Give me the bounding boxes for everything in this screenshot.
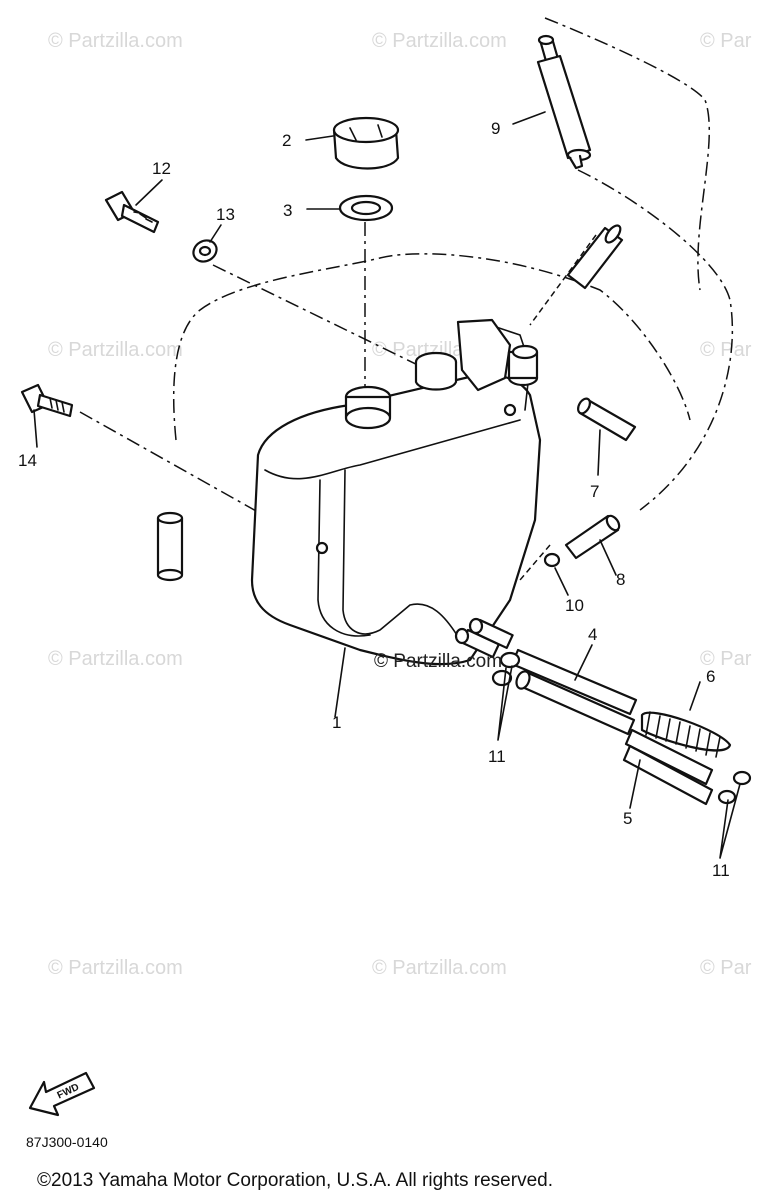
callout-11: 11 — [488, 747, 506, 766]
callout-6: 6 — [706, 667, 715, 686]
hose-5 — [622, 728, 714, 806]
watermark: © Partzilla.com — [48, 339, 183, 361]
watermark: © Partzilla.com — [372, 30, 507, 52]
hose-8 — [564, 514, 621, 560]
callout-3: 3 — [283, 201, 292, 220]
center-watermark: © Partzilla.com — [374, 651, 502, 672]
watermark: © Partzilla.com — [48, 30, 183, 52]
bolt-14 — [20, 383, 74, 418]
hose-sleeve — [566, 224, 624, 290]
hose-7 — [577, 397, 637, 442]
callout-13: 13 — [216, 205, 235, 224]
diagram-code: 87J300-0140 — [26, 1134, 108, 1150]
gasket — [338, 194, 394, 222]
watermark: © Par — [700, 957, 752, 979]
callout-11: 11 — [712, 861, 730, 880]
filler-cap — [332, 116, 400, 170]
callout-labels: 1 2 3 4 5 6 7 8 9 10 11 11 12 13 14 — [18, 119, 730, 880]
fwd-arrow-icon: FWD — [28, 1071, 96, 1117]
leader-lines — [33, 111, 741, 859]
watermark: © Partzilla.com — [48, 648, 183, 670]
clamps-11 — [491, 651, 752, 805]
watermark: © Par — [700, 648, 752, 670]
washer-13 — [192, 239, 218, 263]
watermark: © Par — [700, 339, 752, 361]
watermark: © Par — [700, 30, 752, 52]
oil-tank — [250, 318, 542, 666]
callout-10: 10 — [565, 596, 584, 615]
hose-left — [156, 511, 184, 582]
hose-4 — [510, 648, 638, 736]
callout-14: 14 — [18, 451, 37, 470]
callout-7: 7 — [590, 482, 599, 501]
bolt-12 — [104, 190, 160, 234]
callout-5: 5 — [623, 809, 632, 828]
callout-12: 12 — [152, 159, 171, 178]
spring-6 — [640, 711, 732, 758]
clip-10 — [543, 552, 561, 568]
callout-8: 8 — [616, 570, 625, 589]
watermark: © Partzilla.com — [372, 957, 507, 979]
hose-9 — [536, 34, 592, 170]
callout-9: 9 — [491, 119, 500, 138]
callout-4: 4 — [588, 625, 597, 644]
callout-1: 1 — [332, 713, 341, 732]
watermark: © Partzilla.com — [48, 957, 183, 979]
copyright-notice: ©2013 Yamaha Motor Corporation, U.S.A. A… — [37, 1170, 553, 1191]
callout-2: 2 — [282, 131, 291, 150]
watermark-layer: © Partzilla.com © Partzilla.com © Par © … — [48, 30, 752, 979]
